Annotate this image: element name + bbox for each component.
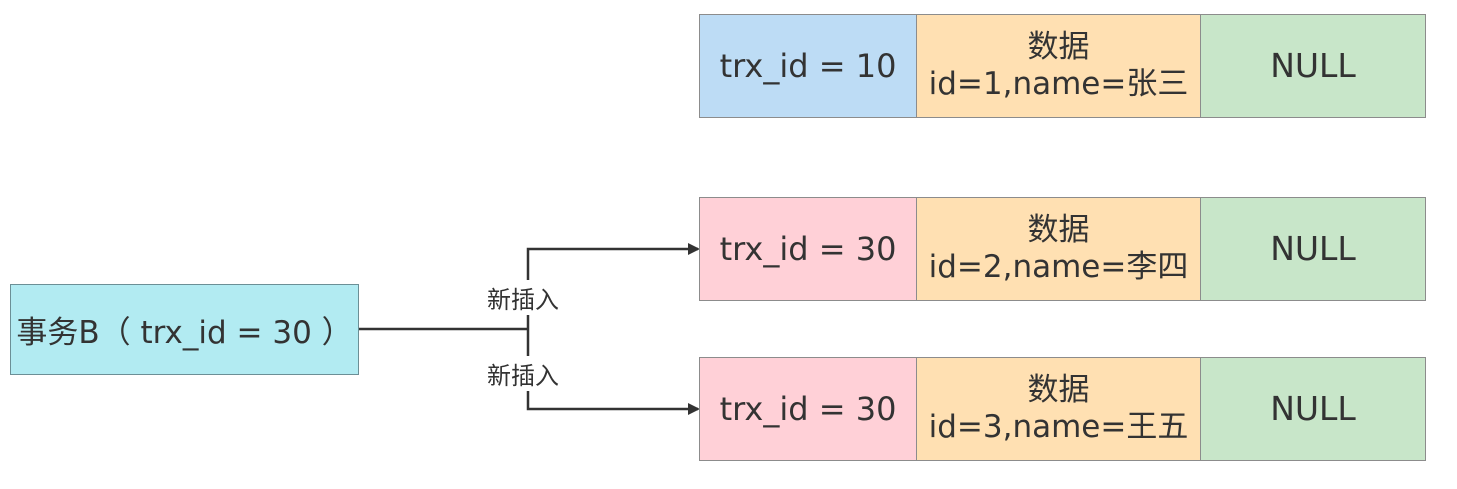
data-value: id=1,name=张三 <box>928 66 1189 102</box>
edge-label-insert-record-3: 新插入 <box>485 356 561 391</box>
transaction-b-label: 事务B（ trx_id = 30 ） <box>16 315 353 351</box>
roll-pointer-value: NULL <box>1270 389 1356 429</box>
trx-id-cell: trx_id = 10 <box>699 14 917 118</box>
roll-pointer-cell: NULL <box>1201 197 1426 301</box>
trx-id-label: trx_id = 30 <box>719 389 897 428</box>
trx-id-cell: trx_id = 30 <box>699 357 917 461</box>
trx-id-label: trx_id = 30 <box>719 229 897 268</box>
record-row-3: trx_id = 30 数据 id=3,name=王五 NULL <box>699 357 1426 461</box>
edge-label-insert-record-2: 新插入 <box>485 280 561 315</box>
trx-id-label: trx_id = 10 <box>719 46 897 85</box>
roll-pointer-value: NULL <box>1270 229 1356 269</box>
record-row-1: trx_id = 10 数据 id=1,name=张三 NULL <box>699 14 1426 118</box>
data-title: 数据 <box>1027 28 1090 65</box>
trx-id-cell: trx_id = 30 <box>699 197 917 301</box>
record-row-2: trx_id = 30 数据 id=2,name=李四 NULL <box>699 197 1426 301</box>
data-title: 数据 <box>1027 211 1090 248</box>
data-value: id=2,name=李四 <box>928 249 1189 285</box>
data-cell: 数据 id=3,name=王五 <box>917 357 1201 461</box>
data-cell: 数据 id=2,name=李四 <box>917 197 1201 301</box>
roll-pointer-cell: NULL <box>1201 14 1426 118</box>
data-cell: 数据 id=1,name=张三 <box>917 14 1201 118</box>
data-title: 数据 <box>1027 371 1090 408</box>
edge-insert-record-3 <box>526 329 700 415</box>
roll-pointer-value: NULL <box>1270 46 1356 86</box>
data-value: id=3,name=王五 <box>928 409 1189 445</box>
transaction-b-box: 事务B（ trx_id = 30 ） <box>10 284 359 375</box>
roll-pointer-cell: NULL <box>1201 357 1426 461</box>
